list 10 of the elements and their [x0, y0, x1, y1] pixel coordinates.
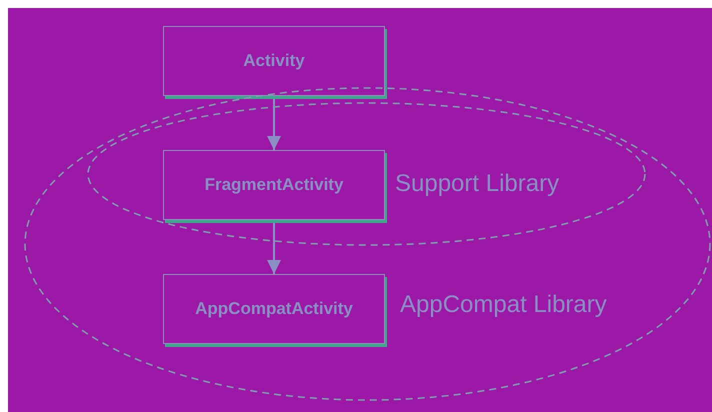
class-box	[163, 26, 385, 96]
arrow	[267, 98, 281, 150]
class-name: AppCompatActivity	[195, 299, 353, 319]
class-name: FragmentActivity	[204, 175, 344, 195]
library-label: Support Library	[395, 170, 560, 198]
class-box	[163, 150, 385, 220]
class-name: Activity	[243, 51, 305, 71]
class-box	[163, 274, 385, 344]
library-label: AppCompat Library	[400, 291, 607, 319]
arrow	[267, 222, 281, 274]
